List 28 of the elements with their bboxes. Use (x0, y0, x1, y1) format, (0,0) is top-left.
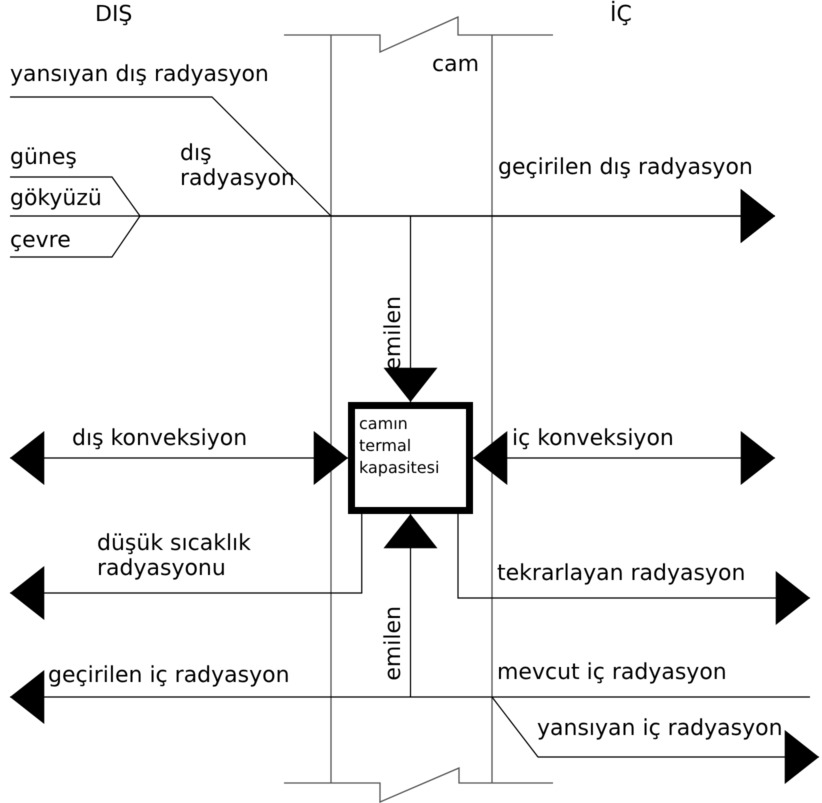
ray-label: mevcut iç radyasyon (497, 660, 727, 685)
ray-label: geçirilen iç radyasyon (48, 663, 290, 688)
glass-label: cam (432, 52, 480, 77)
source-label: gökyüzü (10, 186, 102, 211)
thermal-capacity-box (348, 402, 473, 514)
arrow (457, 514, 810, 625)
side-heading: DIŞ (95, 2, 132, 27)
ray-label: yansıyan iç radyasyon (537, 716, 783, 741)
arrow (10, 431, 348, 485)
source-label: yansıyan dış radyasyon (10, 62, 269, 87)
edge-label: emilen (383, 296, 405, 371)
arrow (473, 431, 775, 485)
edge-label: düşük sıcaklık radyasyonu (97, 531, 252, 581)
arrow (10, 514, 362, 620)
side-heading: İÇ (610, 2, 632, 27)
arrow (10, 189, 775, 258)
arrow (384, 216, 438, 402)
ray-label: dış radyasyon (180, 141, 296, 191)
leader-line (10, 96, 332, 216)
edge-label: iç konveksiyon (512, 426, 674, 451)
edge-label: emilen (383, 606, 405, 681)
box-label: camın termal kapasitesi (359, 413, 440, 479)
arrow (384, 514, 438, 697)
source-label: çevre (10, 228, 71, 253)
edge-label: dış konveksiyon (72, 426, 248, 451)
ray-label: geçirilen dış radyasyon (498, 155, 753, 180)
edge-label: tekrarlayan radyasyon (497, 561, 746, 586)
source-label: güneş (10, 145, 77, 170)
